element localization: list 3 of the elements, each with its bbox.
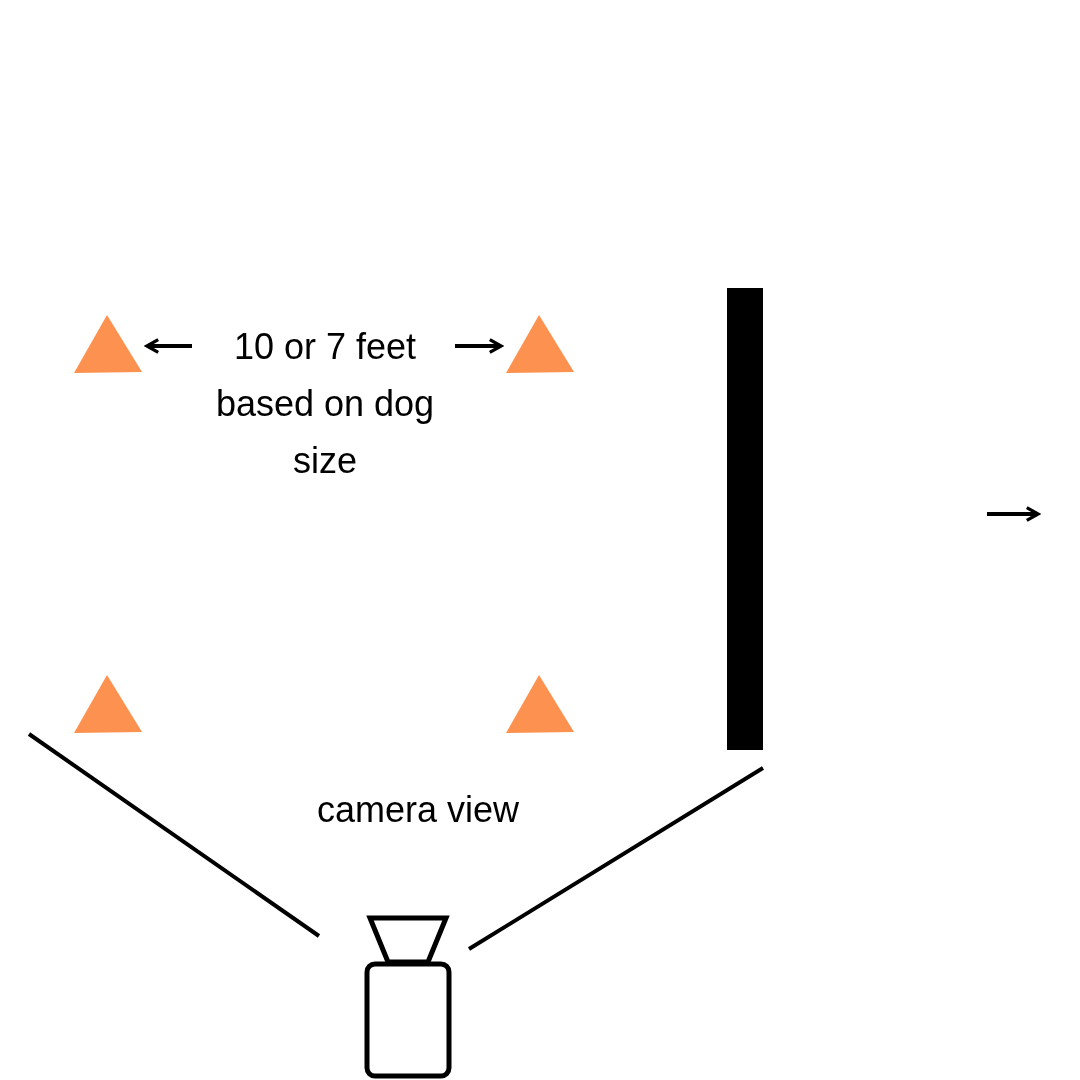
wall-bar — [727, 288, 763, 750]
view-label: camera view — [315, 788, 521, 832]
dimension-label: 10 or 7 feet based on dog size — [214, 325, 436, 483]
